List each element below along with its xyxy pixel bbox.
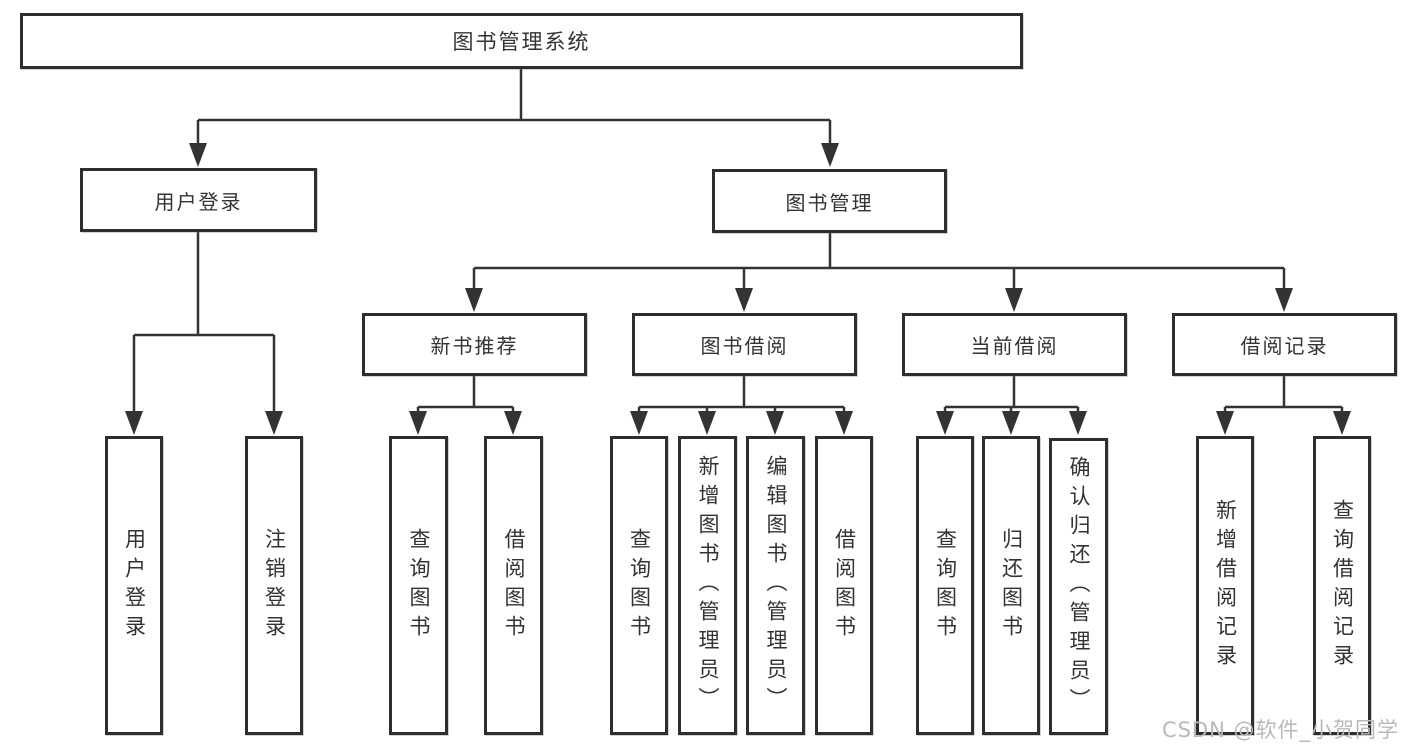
node-label: 借阅图书 (832, 527, 857, 644)
leaf-br-query-record: 查询借阅记录 (1313, 436, 1371, 735)
node-label: 新书推荐 (430, 334, 519, 358)
node-label: 用户登录 (154, 189, 243, 214)
node-label: 查询图书 (627, 527, 652, 644)
arrowhead-icon (189, 143, 207, 167)
node-new-book-recommend: 新书推荐 (362, 313, 587, 376)
arrowhead-icon (821, 143, 839, 167)
arrowhead-icon (1002, 411, 1020, 435)
node-label: 新增图书（管理员） (696, 455, 720, 716)
node-book-management: 图书管理 (712, 169, 947, 233)
node-label: 图书管理系统 (452, 30, 591, 54)
arrowhead-icon (465, 288, 483, 312)
leaf-cb-query-books: 查询图书 (916, 436, 974, 735)
node-label: 归还图书 (999, 527, 1024, 644)
leaf-nb-borrow-books: 借阅图书 (484, 436, 543, 735)
arrowhead-icon (630, 411, 648, 435)
leaf-cb-confirm-return-admin: 确认归还（管理员） (1049, 438, 1108, 735)
arrowhead-icon (1216, 411, 1234, 435)
node-label: 用户登录 (122, 527, 147, 644)
node-label: 图书借阅 (700, 334, 789, 358)
node-label: 查询借阅记录 (1330, 498, 1355, 673)
node-label: 新增借阅记录 (1213, 498, 1238, 673)
watermark-text: CSDN @软件_小贺同学 (1161, 718, 1399, 742)
node-label: 查询图书 (933, 527, 958, 644)
node-label: 借阅记录 (1240, 334, 1329, 358)
node-borrowing-records: 借阅记录 (1172, 313, 1397, 376)
node-user-login: 用户登录 (80, 168, 317, 232)
arrowhead-icon (265, 411, 283, 435)
node-label: 确认归还（管理员） (1067, 456, 1091, 717)
leaf-bb-borrow-books: 借阅图书 (815, 436, 873, 735)
arrowhead-icon (698, 411, 716, 435)
node-library-system: 图书管理系统 (20, 13, 1023, 69)
leaf-logout: 注销登录 (245, 436, 303, 735)
leaf-bb-add-books-admin: 新增图书（管理员） (678, 436, 737, 735)
arrowhead-icon (735, 288, 753, 312)
leaf-bb-edit-books-admin: 编辑图书（管理员） (746, 436, 805, 735)
leaf-user-login: 用户登录 (105, 436, 163, 735)
arrowhead-icon (125, 411, 143, 435)
arrowhead-icon (1333, 411, 1351, 435)
arrowhead-icon (766, 411, 784, 435)
leaf-cb-return-books: 归还图书 (982, 436, 1040, 735)
arrowhead-icon (936, 411, 954, 435)
node-label: 查询图书 (407, 527, 431, 644)
leaf-bb-query-books: 查询图书 (610, 436, 668, 735)
node-label: 注销登录 (262, 527, 287, 644)
arrowhead-icons (125, 143, 1351, 435)
node-label: 图书管理 (785, 190, 874, 215)
arrowhead-icon (1275, 288, 1293, 312)
node-label: 借阅图书 (502, 527, 526, 644)
arrowhead-icon (504, 411, 522, 435)
node-current-borrowing: 当前借阅 (902, 313, 1127, 376)
leaf-br-add-record: 新增借阅记录 (1196, 436, 1254, 735)
arrowhead-icon (409, 411, 427, 435)
leaf-nb-query-books: 查询图书 (389, 436, 448, 735)
node-label: 当前借阅 (970, 334, 1059, 358)
arrowhead-icon (835, 411, 853, 435)
node-label: 编辑图书（管理员） (764, 455, 788, 716)
arrowhead-icon (1069, 411, 1087, 435)
node-book-borrowing: 图书借阅 (632, 313, 857, 376)
arrowhead-icon (1005, 288, 1023, 312)
